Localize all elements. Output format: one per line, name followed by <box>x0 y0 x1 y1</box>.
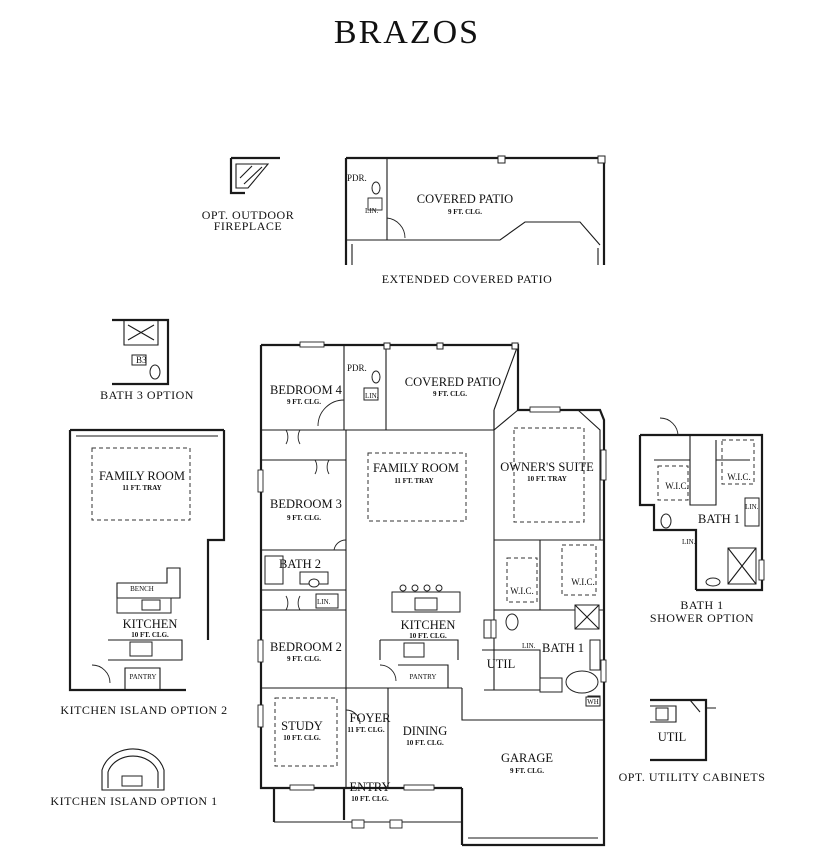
shower-opt-lin-b: LIN. <box>682 538 696 546</box>
shower-opt-bath: BATH 1 <box>698 512 740 526</box>
garage-ceiling: 9 FT. CLG. <box>510 767 544 775</box>
bedroom2-ceiling: 9 FT. CLG. <box>287 655 321 663</box>
foyer-name: FOYER <box>350 711 392 725</box>
garage-name: GARAGE <box>501 751 553 765</box>
bath1-shower-option: W.I.C. W.I.C. BATH 1 LIN. LIN. BATH 1 SH… <box>638 417 765 625</box>
ext-patio-ceiling: 9 FT. CLG. <box>448 208 482 216</box>
ext-patio-name: COVERED PATIO <box>417 192 513 206</box>
study-name: STUDY <box>281 719 323 733</box>
shower-opt-lin-a: LIN. <box>745 503 759 511</box>
kitchen-island1-option: KITCHEN ISLAND OPTION 1 <box>50 748 217 808</box>
fireplace-caption-line1: OPT. OUTDOOR <box>202 208 294 222</box>
pdr-lin-label: LIN. <box>365 392 379 400</box>
ext-patio-caption: EXTENDED COVERED PATIO <box>382 272 553 286</box>
ki2-caption: KITCHEN ISLAND OPTION 2 <box>60 703 227 717</box>
bath2-name: BATH 2 <box>279 557 321 571</box>
pdr-label: PDR. <box>347 363 367 373</box>
bedroom4-ceiling: 9 FT. CLG. <box>287 398 321 406</box>
plan-title: BRAZOS <box>334 14 480 51</box>
bath3-caption: BATH 3 OPTION <box>100 388 194 402</box>
kitchen-name: KITCHEN <box>401 618 456 632</box>
bath1-lin-label: LIN. <box>522 642 536 650</box>
bedroom2-name: BEDROOM 2 <box>270 640 342 654</box>
bedroom4-name: BEDROOM 4 <box>270 383 343 397</box>
shower-opt-wic-a: W.I.C. <box>665 481 688 491</box>
patio-name: COVERED PATIO <box>405 375 501 389</box>
bath2-lin-label: LIN. <box>317 598 331 606</box>
extended-patio-option: PDR. LIN. COVERED PATIO 9 FT. CLG. EXTEN… <box>344 155 606 286</box>
owners-suite-name: OWNER'S SUITE <box>500 460 594 474</box>
wic2-label: W.I.C. <box>571 577 594 587</box>
ki2-family-ceiling: 11 FT. TRAY <box>122 484 161 492</box>
kitchen-ceiling: 10 FT. CLG. <box>409 632 447 640</box>
utility-cabinets-option: UTIL OPT. UTILITY CABINETS <box>619 698 766 784</box>
util-name: UTIL <box>487 657 515 671</box>
ki2-kitchen-ceiling: 10 FT. CLG. <box>131 631 169 639</box>
utility-room-label: UTIL <box>658 730 686 744</box>
entry-name: ENTRY <box>350 780 391 794</box>
family-room-name: FAMILY ROOM <box>373 461 459 475</box>
main-plan: BEDROOM 4 9 FT. CLG. PDR. LIN. COVERED P… <box>257 341 607 847</box>
ki1-caption: KITCHEN ISLAND OPTION 1 <box>50 794 217 808</box>
ki2-family-room: FAMILY ROOM <box>99 469 185 483</box>
foyer-ceiling: 11 FT. CLG. <box>347 726 384 734</box>
bedroom3-name: BEDROOM 3 <box>270 497 342 511</box>
bath3-room-label: B3 <box>136 355 147 365</box>
kitchen-island2-option: FAMILY ROOM 11 FT. TRAY BENCH KITCHEN 10… <box>60 428 227 717</box>
ki2-kitchen: KITCHEN <box>123 617 178 631</box>
dining-name: DINING <box>403 724 447 738</box>
dining-ceiling: 10 FT. CLG. <box>406 739 444 747</box>
shower-opt-caption1: BATH 1 <box>680 598 723 612</box>
outdoor-fireplace-option: OPT. OUTDOOR FIREPLACE <box>202 156 294 233</box>
bath1-name: BATH 1 <box>542 641 584 655</box>
wic1-label: W.I.C. <box>510 586 533 596</box>
entry-ceiling: 10 FT. CLG. <box>351 795 389 803</box>
patio-ceiling: 9 FT. CLG. <box>433 390 467 398</box>
ext-pdr-label: PDR. <box>347 173 367 183</box>
pantry-label: PANTRY <box>410 673 437 681</box>
ki2-bench: BENCH <box>130 585 154 593</box>
owners-suite-ceiling: 10 FT. TRAY <box>527 475 567 483</box>
family-room-ceiling: 11 FT. TRAY <box>394 477 433 485</box>
utility-caption: OPT. UTILITY CABINETS <box>619 770 766 784</box>
ext-lin-label: LIN. <box>365 207 379 215</box>
ki2-pantry: PANTRY <box>130 673 157 681</box>
study-ceiling: 10 FT. CLG. <box>283 734 321 742</box>
bath3-option: B3 BATH 3 OPTION <box>100 318 194 402</box>
water-heater-label: WH <box>587 698 599 706</box>
shower-opt-caption2: SHOWER OPTION <box>650 611 754 625</box>
bedroom3-ceiling: 9 FT. CLG. <box>287 514 321 522</box>
fireplace-caption-line2: FIREPLACE <box>214 219 283 233</box>
shower-opt-wic-b: W.I.C. <box>727 472 750 482</box>
